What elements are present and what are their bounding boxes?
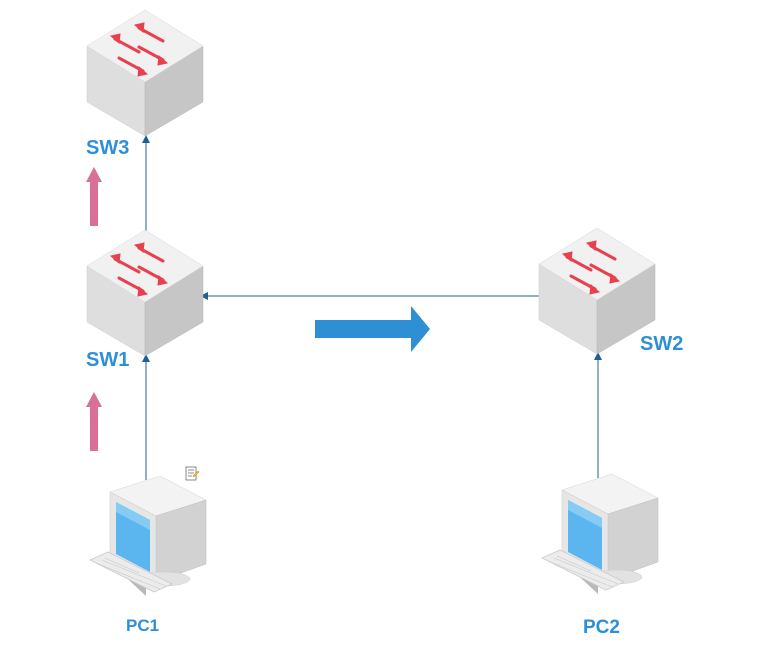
label-sw1: SW1 — [86, 349, 129, 371]
switch-icon — [85, 228, 205, 358]
computer-pc1[interactable] — [89, 475, 207, 597]
flow-arrow-right — [315, 306, 430, 352]
up-arrow — [86, 167, 102, 226]
label-sw3: SW3 — [86, 137, 129, 159]
label-sw2: SW2 — [640, 333, 683, 355]
note-icon[interactable] — [185, 466, 200, 481]
up-arrow — [86, 392, 102, 451]
switch-sw1[interactable] — [85, 228, 205, 358]
switch-sw3[interactable] — [85, 8, 205, 138]
switch-sw2[interactable] — [537, 226, 657, 356]
switch-icon — [85, 8, 205, 138]
label-pc1: PC1 — [126, 616, 159, 635]
computer-icon — [541, 473, 659, 595]
label-pc2: PC2 — [583, 617, 620, 638]
computer-icon — [89, 475, 207, 597]
switch-icon — [537, 226, 657, 356]
computer-pc2[interactable] — [541, 473, 659, 595]
